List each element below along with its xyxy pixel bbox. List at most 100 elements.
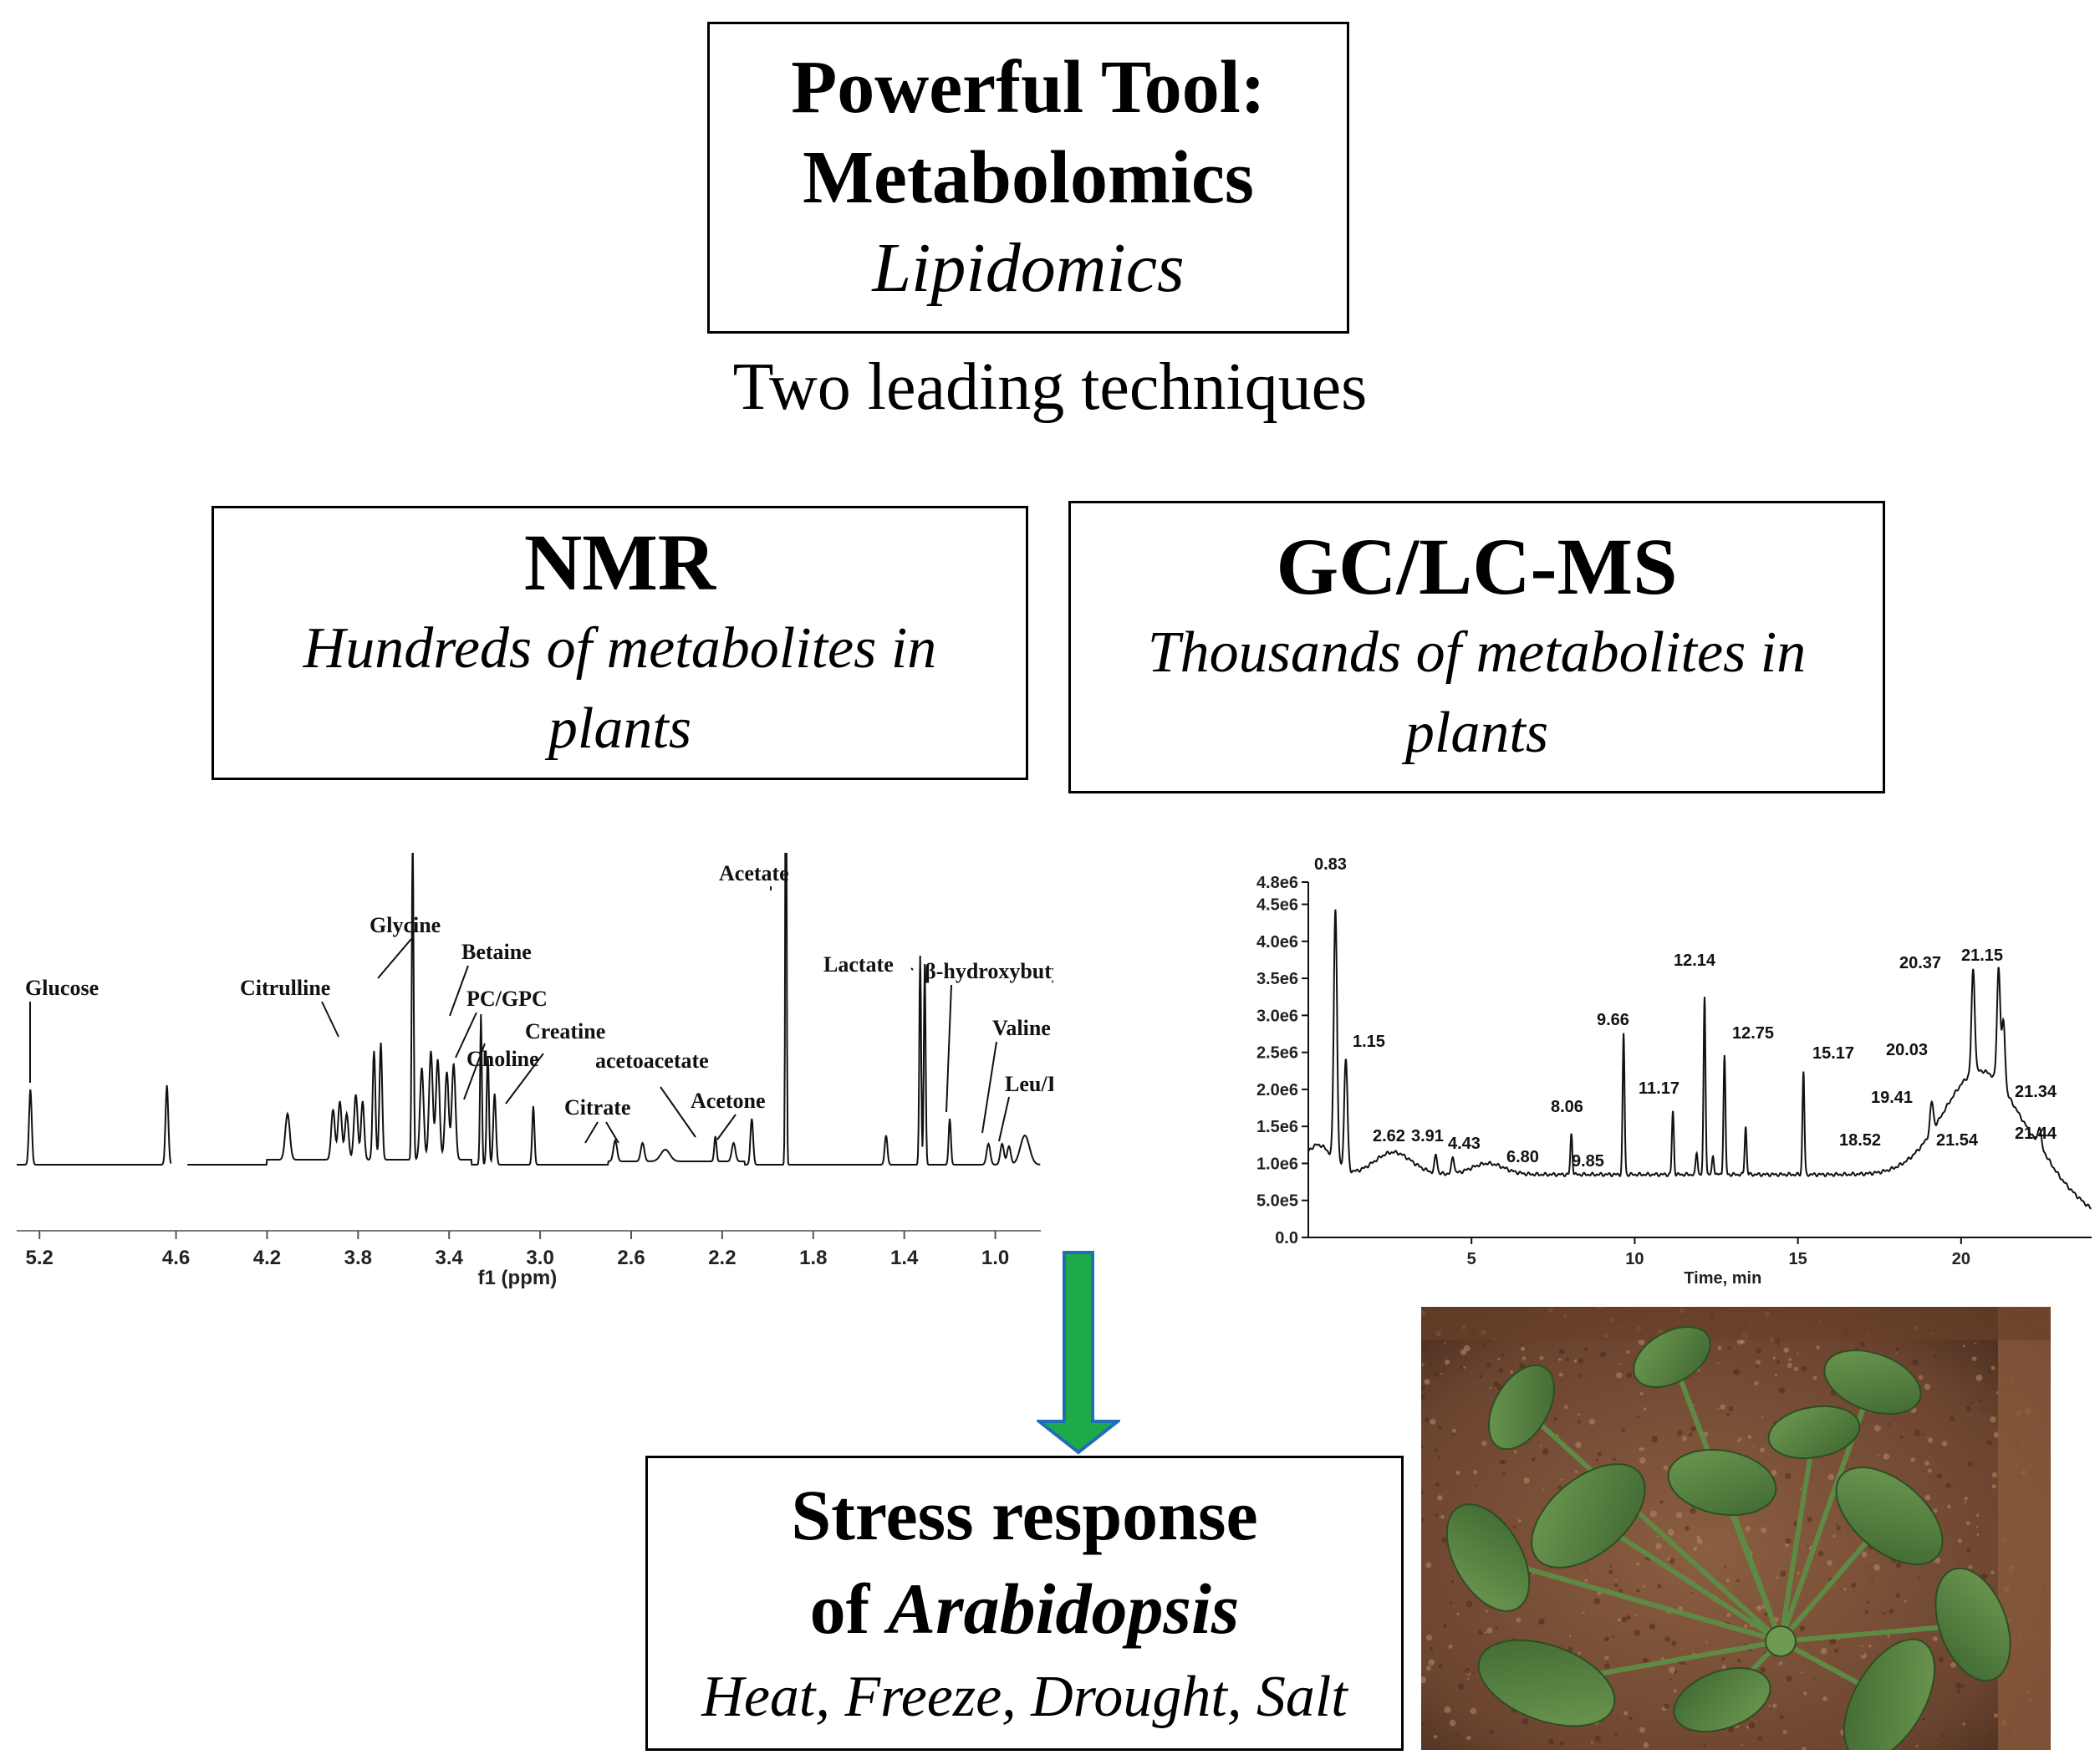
nmr-peak-leader <box>584 1121 599 1144</box>
ms-box: GC/LC-MS Thousands of metabolites in pla… <box>1068 501 1885 793</box>
ms-y-tick-label: 4.5e6 <box>1256 896 1298 915</box>
species-name: Arabidopsis <box>887 1568 1240 1649</box>
nmr-peak-label: Citrate <box>564 1095 630 1120</box>
ms-peak-label: 2.62 <box>1373 1127 1405 1145</box>
nmr-peak-label: Leu/Ile <box>1005 1072 1053 1096</box>
nmr-peak-label: acetoacetate <box>595 1048 709 1073</box>
ms-peak-label: 19.41 <box>1871 1089 1913 1107</box>
title-line-1: Powerful Tool: <box>791 45 1266 129</box>
nmr-peak-leader <box>605 1121 619 1144</box>
nmr-peak-leader <box>449 965 469 1017</box>
ms-peak-label: 9.66 <box>1597 1011 1629 1029</box>
nmr-peak-label: Creatine <box>525 1019 605 1043</box>
nmr-peak-label: Betaine <box>461 940 532 964</box>
nmr-peak-label: PC/GPC <box>466 987 548 1011</box>
ms-peak-label: 20.03 <box>1886 1041 1928 1059</box>
ms-peak-label: 3.91 <box>1411 1127 1444 1145</box>
nmr-peak-label: Citrulline <box>240 976 330 1000</box>
ms-y-tick-label: 4.8e6 <box>1256 874 1298 892</box>
nmr-spectrum-chart: 5.2 4.6 4.2 3.8 3.4 3.0 2.6 2.2 1.8 1.4 1.0 f1 (ppm… <box>17 853 1053 1289</box>
nmr-description: Hundreds of metabolites in plants <box>303 616 937 761</box>
ms-peak-label: 21.54 <box>1936 1131 1979 1150</box>
ms-peak-label: 8.06 <box>1551 1098 1583 1116</box>
ms-y-tick-label: 2.0e6 <box>1256 1081 1298 1099</box>
down-arrow-icon <box>1037 1251 1120 1455</box>
nmr-x-tick-label: 3.8 <box>344 1247 372 1269</box>
nmr-x-tick-label: 5.2 <box>26 1247 54 1269</box>
nmr-spectrum-trace <box>17 853 1041 1166</box>
title-box: Powerful Tool: Metabolomics Lipidomics <box>707 22 1349 334</box>
ms-peak-label: 21.44 <box>2015 1125 2057 1143</box>
nmr-peak-label: Choline <box>466 1047 539 1071</box>
stress-line-2: of Arabidopsis <box>810 1562 1240 1656</box>
ms-x-tick-label: 20 <box>1952 1250 1970 1268</box>
ms-peak-label: 9.85 <box>1572 1152 1604 1171</box>
nmr-peak-label: Acetate <box>719 861 789 885</box>
nmr-peak-leader <box>716 1114 737 1140</box>
nmr-x-tick-label: 1.0 <box>981 1247 1009 1269</box>
title-line-3: Lipidomics <box>872 228 1185 307</box>
nmr-x-tick-label: 1.4 <box>890 1247 919 1269</box>
nmr-x-tick-label: 3.4 <box>436 1247 464 1269</box>
nmr-peak-label: Valine <box>992 1016 1051 1040</box>
ms-y-tick-label: 0.0 <box>1275 1229 1298 1247</box>
ms-y-tick-label: 3.5e6 <box>1256 970 1298 988</box>
nmr-peak-leader <box>946 984 952 1113</box>
nmr-x-tick-label: 4.6 <box>162 1247 190 1269</box>
nmr-peak-leader <box>998 1096 1010 1142</box>
nmr-peak-leader <box>981 1041 997 1134</box>
ms-peak-label: 12.14 <box>1674 951 1716 970</box>
title-line-2: Metabolomics <box>803 135 1254 219</box>
nmr-x-tick-label: 1.8 <box>799 1247 827 1269</box>
ms-x-tick-label: 10 <box>1625 1250 1644 1268</box>
ms-chromatogram-chart: 0.0 5.0e5 1.0e6 1.5e6 2.0e6 2.5e6 3.0e6 3.5e6 4.… <box>1256 855 2092 1288</box>
stress-response-box: Stress response of Arabidopsis Heat, Fre… <box>645 1456 1404 1751</box>
ms-peak-label: 1.15 <box>1353 1033 1385 1051</box>
nmr-peak-leader <box>463 1043 486 1100</box>
stress-line-2-prefix: of <box>809 1568 888 1649</box>
ms-description: Thousands of metabolites in plants <box>1147 620 1807 765</box>
nmr-peak-label: Lactate <box>823 952 894 977</box>
ms-y-tick-label: 1.5e6 <box>1256 1118 1298 1136</box>
nmr-x-tick-label: 4.2 <box>253 1247 281 1269</box>
ms-y-tick-label: 1.0e6 <box>1256 1155 1298 1173</box>
arabidopsis-photo <box>1421 1307 2051 1750</box>
ms-y-tick-label: 2.5e6 <box>1256 1044 1298 1063</box>
nmr-peak-leader <box>377 938 412 979</box>
ms-y-tick-label: 3.0e6 <box>1256 1007 1298 1025</box>
subtitle: Two leading techniques <box>732 350 1368 424</box>
ms-y-tick-label: 5.0e5 <box>1256 1192 1298 1211</box>
ms-peak-label: 11.17 <box>1639 1079 1679 1098</box>
ms-peak-label: 18.52 <box>1839 1131 1881 1150</box>
nmr-x-tick-label: 3.0 <box>526 1247 553 1269</box>
nmr-title: NMR <box>523 518 716 607</box>
nmr-peak-leader <box>455 1012 477 1059</box>
nmr-x-axis-label: f1 (ppm) <box>478 1267 558 1289</box>
ms-y-tick-label: 4.0e6 <box>1256 933 1298 951</box>
nmr-peak-leader <box>505 1053 544 1105</box>
stress-line-1: Stress response <box>791 1474 1258 1555</box>
ms-peak-label: 15.17 <box>1812 1044 1854 1063</box>
ms-x-axis-label: Time, min <box>1684 1269 1761 1288</box>
nmr-peak-label: β-hydroxybutyrate <box>925 959 1053 983</box>
stress-conditions: Heat, Freeze, Drought, Salt <box>701 1664 1348 1729</box>
nmr-peak-label: Glucose <box>25 976 99 1000</box>
nmr-peak-leader <box>660 1086 696 1138</box>
nmr-x-tick-label: 2.2 <box>708 1247 736 1269</box>
ms-peak-label: 20.37 <box>1899 954 1941 972</box>
ms-peak-label: 21.34 <box>2015 1083 2057 1101</box>
ms-peak-label: 0.83 <box>1314 855 1347 874</box>
nmr-x-tick-label: 2.6 <box>617 1247 645 1269</box>
ms-peak-label: 12.75 <box>1732 1024 1774 1043</box>
ms-title: GC/LC-MS <box>1276 522 1678 611</box>
ms-peak-label: 21.15 <box>1961 946 2003 965</box>
nmr-box: NMR Hundreds of metabolites in plants <box>212 506 1028 780</box>
ms-peak-label: 4.43 <box>1448 1135 1481 1153</box>
nmr-peak-label: Acetone <box>691 1089 766 1113</box>
nmr-peak-leader <box>910 967 914 971</box>
nmr-peak-leader <box>321 1001 339 1038</box>
nmr-peak-label: Glycine <box>370 913 441 937</box>
ms-x-tick-label: 5 <box>1467 1250 1476 1268</box>
ms-peak-label: 6.80 <box>1506 1148 1539 1166</box>
ms-chromatogram-trace <box>1307 909 2092 1210</box>
